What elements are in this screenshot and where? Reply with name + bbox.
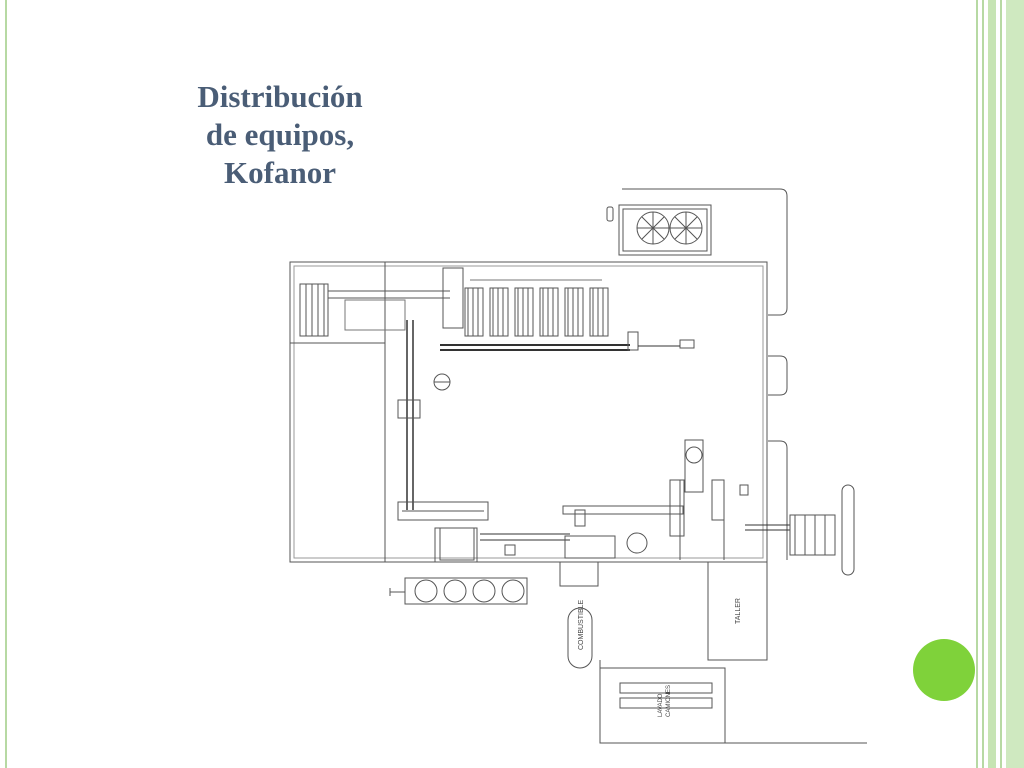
tank-row bbox=[440, 267, 695, 351]
decorative-green-circle bbox=[913, 639, 975, 701]
filter-unit bbox=[299, 283, 450, 337]
left-conveyor bbox=[397, 320, 489, 521]
title-line-1: Distribución bbox=[197, 79, 363, 114]
lavado-label-2: CAMIONES bbox=[666, 685, 672, 717]
external-tanks bbox=[389, 577, 528, 605]
title-line-2: de equipos, bbox=[205, 117, 355, 152]
slide-title: Distribución de equipos, Kofanor bbox=[140, 78, 420, 192]
equipment-layout-plan: COMBUSTIBLE TALLER LAVADO CAMIONES bbox=[280, 180, 880, 760]
truck-reception bbox=[745, 484, 855, 576]
fuel-tanks: COMBUSTIBLE bbox=[567, 599, 593, 669]
taller-label: TALLER bbox=[735, 598, 742, 624]
cooling-fans bbox=[606, 204, 712, 256]
main-building bbox=[289, 261, 768, 661]
storage-box bbox=[559, 561, 599, 587]
taller-area: TALLER bbox=[707, 561, 768, 661]
control-room bbox=[434, 527, 478, 563]
title-line-3: Kofanor bbox=[224, 155, 336, 190]
left-border bbox=[0, 0, 7, 768]
lavado-area: LAVADO CAMIONES bbox=[599, 667, 726, 744]
lavado-label-1: LAVADO bbox=[658, 693, 664, 717]
combustible-label: COMBUSTIBLE bbox=[578, 599, 585, 650]
right-border-stripes bbox=[976, 0, 1024, 768]
process-line bbox=[439, 439, 749, 561]
